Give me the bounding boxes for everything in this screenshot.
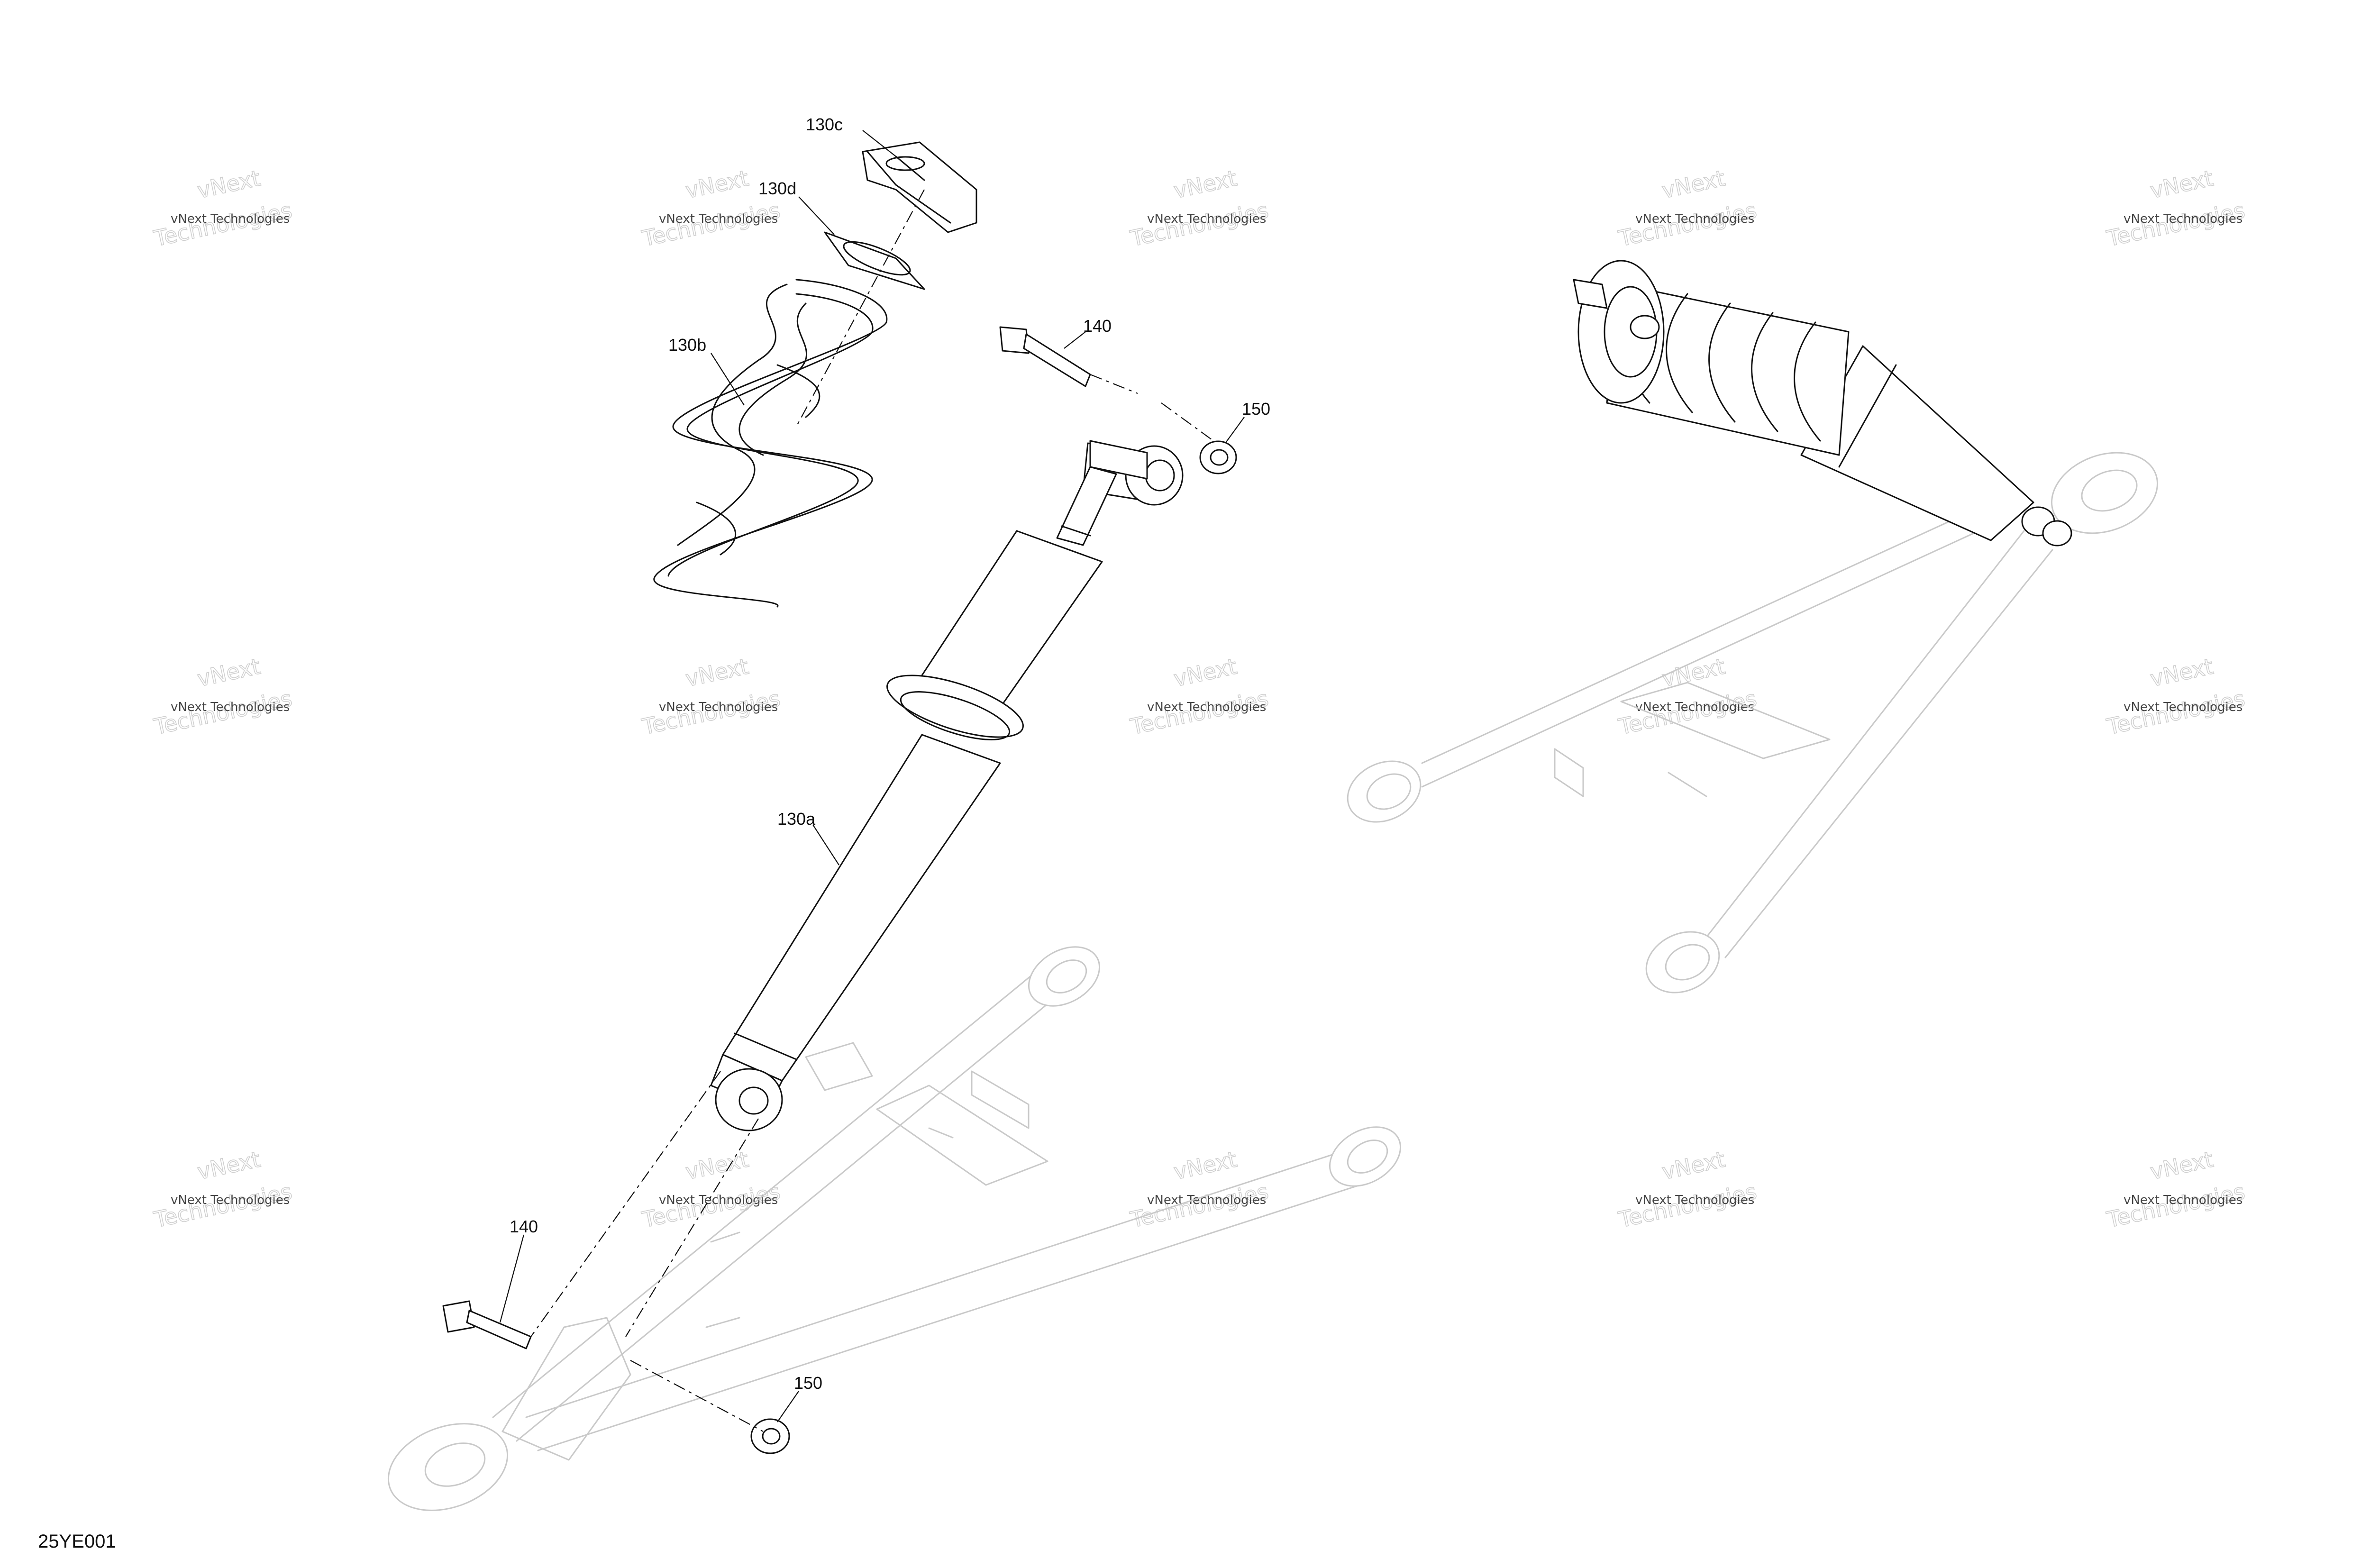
watermark-text: vNext Technologies xyxy=(659,212,778,226)
svg-text:130c: 130c xyxy=(806,115,843,134)
watermark-big-top: vNext xyxy=(683,653,751,692)
watermark-text: vNext Technologies xyxy=(659,1193,778,1207)
watermark-text: vNext Technologies xyxy=(659,700,778,714)
figure-id: 25YE001 xyxy=(38,1531,116,1552)
spring-seat-washer-130d xyxy=(824,231,925,290)
watermark-text: vNext Technologies xyxy=(2124,212,2242,226)
assembly-centerlines xyxy=(530,189,1214,1432)
watermark-text: vNext Technologies xyxy=(171,212,290,226)
upper-bolt-140 xyxy=(999,326,1091,387)
lower-nut-150 xyxy=(750,1418,790,1454)
watermark-big-top: vNext xyxy=(195,165,263,203)
coil-spring-130b xyxy=(653,279,888,608)
watermark-text: vNext Technologies xyxy=(1635,700,1754,714)
watermark-big-top: vNext xyxy=(1659,1146,1727,1185)
watermark-text: vNext Technologies xyxy=(1635,212,1754,226)
svg-text:150: 150 xyxy=(794,1373,822,1393)
lower-a-arm-left xyxy=(387,946,1402,1511)
watermark-big-top: vNext xyxy=(2148,1146,2215,1185)
callout-130d: 130d xyxy=(758,179,835,235)
callout-140-lower: 140 xyxy=(499,1217,538,1323)
watermark-big-top: vNext xyxy=(1171,653,1239,692)
watermark-big-top: vNext xyxy=(683,165,751,203)
upper-nut-150 xyxy=(1199,440,1237,474)
watermark-text: vNext Technologies xyxy=(2124,700,2242,714)
watermark-big-top: vNext xyxy=(1171,1146,1239,1185)
callout-130a: 130a xyxy=(777,809,839,866)
watermark-big-top: vNext xyxy=(1171,165,1239,203)
lower-bolt-140 xyxy=(442,1300,532,1349)
watermark-big-top: vNext xyxy=(195,653,263,692)
watermark-text: vNext Technologies xyxy=(171,1193,290,1207)
svg-text:130a: 130a xyxy=(777,809,816,829)
svg-text:130d: 130d xyxy=(758,179,796,198)
watermark-big-top: vNext xyxy=(2148,165,2215,203)
watermark-big-top: vNext xyxy=(1659,165,1727,203)
watermark-text: vNext Technologies xyxy=(171,700,290,714)
watermark-text: vNext Technologies xyxy=(1147,700,1266,714)
svg-text:130b: 130b xyxy=(668,335,706,355)
callout-130b: 130b xyxy=(668,335,745,406)
callout-140-upper: 140 xyxy=(1064,316,1112,349)
watermark-big-top: vNext xyxy=(195,1146,263,1185)
watermark-text: vNext Technologies xyxy=(1635,1193,1754,1207)
lower-a-arm-right xyxy=(1347,452,2158,994)
callout-150-lower: 150 xyxy=(777,1373,822,1422)
watermark-big-top: vNext xyxy=(683,1146,751,1185)
callout-150-upper: 150 xyxy=(1225,399,1270,444)
watermark-text: vNext Technologies xyxy=(2124,1193,2242,1207)
svg-text:140: 140 xyxy=(1083,316,1112,336)
watermark-big-top: vNext xyxy=(2148,653,2215,692)
shock-assembly-installed xyxy=(1573,260,2072,547)
watermark-text: vNext Technologies xyxy=(1147,212,1266,226)
svg-text:150: 150 xyxy=(1242,399,1270,419)
shock-absorber-130a xyxy=(710,440,1184,1131)
callout-130c: 130c xyxy=(806,115,896,157)
spring-retainer-cap-130c xyxy=(862,141,977,233)
svg-text:140: 140 xyxy=(510,1217,538,1236)
